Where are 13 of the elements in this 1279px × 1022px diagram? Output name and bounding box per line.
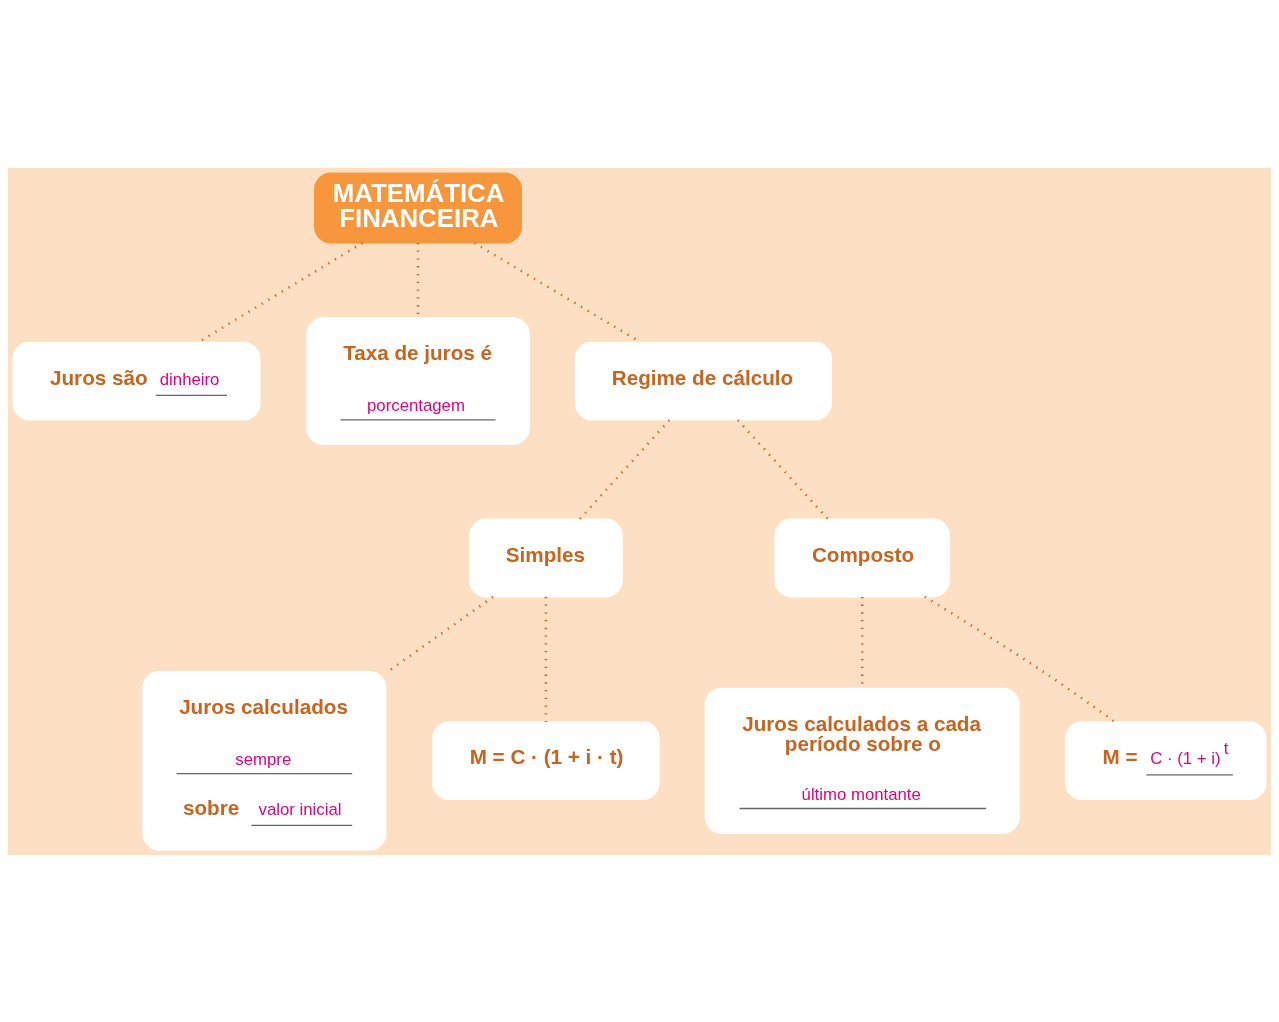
- node-box: Regime de cálculo: [574, 341, 832, 420]
- node-box: Juros calculados a cada período sobre o último montante: [704, 687, 1020, 834]
- connector: [736, 418, 829, 520]
- node-box: Juros são dinheiro: [12, 341, 261, 420]
- connector: [924, 595, 1116, 723]
- node-box: Juros calculados sempre sobre valor inicial: [142, 670, 387, 850]
- node-box: M = C · (1 + i · t): [432, 720, 660, 800]
- node-box: Simples: [469, 518, 623, 597]
- node-box: MATEMÁTICA FINANCEIRA: [314, 172, 522, 244]
- connector: [544, 596, 548, 722]
- connector: [579, 418, 671, 520]
- node-box: Taxa de juros é porcentagem: [306, 316, 530, 445]
- node-box: Composto: [774, 518, 951, 597]
